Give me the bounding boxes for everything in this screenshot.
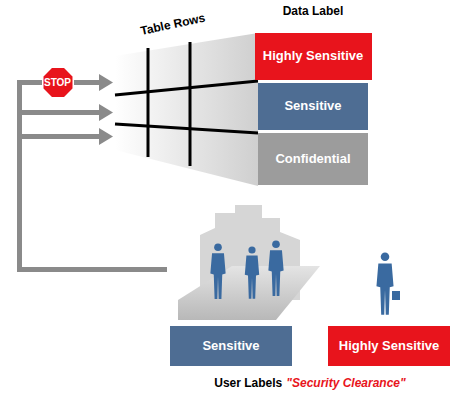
column-line xyxy=(147,48,150,157)
person-body xyxy=(245,256,259,299)
column-line xyxy=(189,42,192,166)
data-label-box: Sensitive xyxy=(258,83,368,130)
caption-text: User Labels xyxy=(214,376,282,390)
label-text: Confidential xyxy=(275,152,350,166)
row-line xyxy=(115,124,258,133)
label-text: Highly Sensitive xyxy=(263,49,363,63)
person-head xyxy=(214,243,222,251)
data-label-box: Confidential xyxy=(258,133,368,185)
label-text: Sensitive xyxy=(202,339,259,353)
person-head xyxy=(248,246,255,253)
user-label-box: Sensitive xyxy=(170,326,292,366)
arrow-trunk xyxy=(17,267,167,272)
stop-sign: STOP xyxy=(40,65,76,100)
stop-octagon-shape xyxy=(42,67,72,97)
arrow-head xyxy=(99,104,113,121)
briefcase xyxy=(392,291,400,300)
person-figure xyxy=(210,243,225,299)
person-body xyxy=(210,253,225,299)
arrow-trunk xyxy=(17,80,22,272)
person-body xyxy=(268,250,283,296)
people xyxy=(210,240,400,314)
person-figure xyxy=(245,246,259,298)
label-text: Highly Sensitive xyxy=(339,339,439,353)
data-label-box: Highly Sensitive xyxy=(255,33,372,80)
arrow-head xyxy=(99,74,113,91)
column-heading: Data Label xyxy=(283,4,344,18)
table-face xyxy=(115,33,258,186)
row-line xyxy=(115,81,258,95)
user-label-box: Highly Sensitive xyxy=(328,326,450,366)
person-figure xyxy=(268,240,283,296)
arrow-head xyxy=(99,128,113,145)
caption-emphasis: "Security Clearance" xyxy=(286,376,405,390)
axis-label: Table Rows xyxy=(139,11,206,38)
access-arrows xyxy=(17,74,167,272)
arrow-shaft xyxy=(17,110,101,115)
arrow-shaft xyxy=(17,134,101,139)
caption-row: User Labels "Security Clearance" xyxy=(170,376,450,390)
person-body xyxy=(376,263,393,314)
user-group xyxy=(178,205,320,320)
label-text: Sensitive xyxy=(284,99,341,113)
person-head xyxy=(272,240,280,248)
person-head xyxy=(381,252,390,261)
person-figure xyxy=(376,252,393,314)
stop-text: STOP xyxy=(44,77,71,88)
table-grid xyxy=(115,33,258,186)
